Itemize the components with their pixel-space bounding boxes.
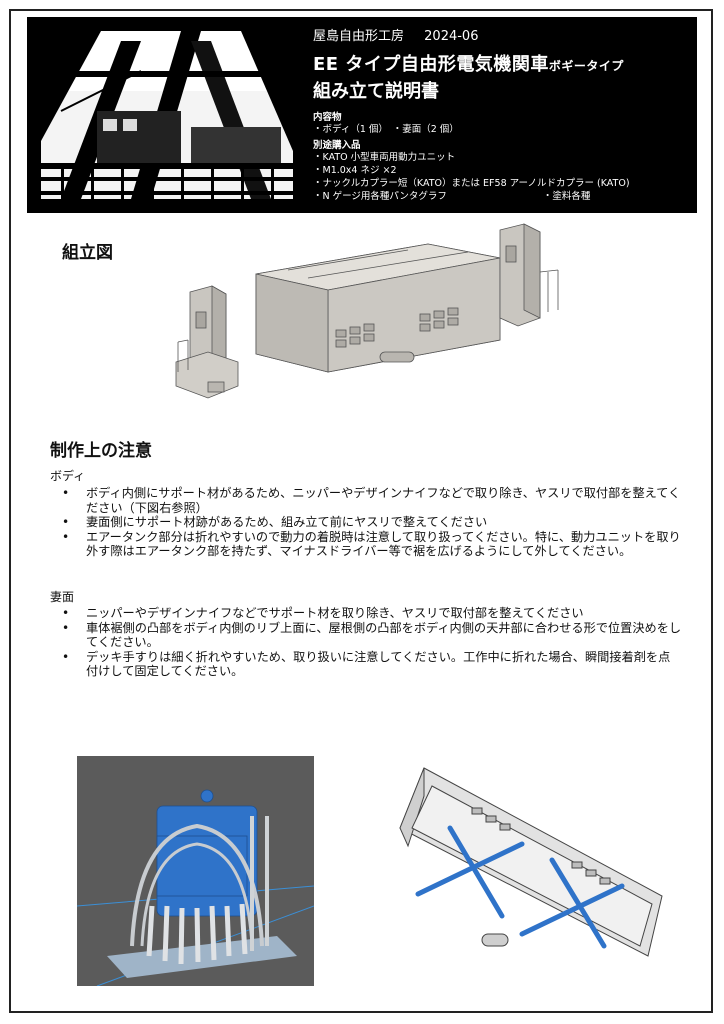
note-text: ニッパーやデザインナイフなどでサポート材を取り除き、ヤスリで取付部を整えてくださ…	[86, 606, 584, 620]
brand-name: 屋島自由形工房	[313, 29, 405, 44]
note-text: ボディ内側にサポート材があるため、ニッパーやデザインナイフなどで取り除き、ヤスリ…	[86, 486, 681, 515]
notes-heading: 制作上の注意	[50, 441, 152, 461]
issue-date: 2024-06	[424, 29, 479, 44]
body-notes-list: • ボディ内側にサポート材があるため、ニッパーやデザインナイフなどで取り除き、ヤス…	[62, 486, 682, 559]
note-text: 妻面側にサポート材跡があるため、組み立て前にヤスリで整えてください	[86, 515, 488, 529]
purchase-item: ・ナックルカプラー短（KATO）または EF58 アーノルドカプラー (KATO…	[313, 178, 630, 189]
assembly-heading: 組立図	[62, 243, 113, 263]
title-main: EE タイプ自由形電気機関車	[313, 54, 549, 75]
title-suffix: ボギータイプ	[548, 59, 624, 73]
purchase-item: ・N ゲージ用各種パンタグラフ	[313, 191, 447, 202]
separate-purchase-heading: 別途購入品	[313, 140, 361, 151]
assembly-diagram	[168, 222, 568, 412]
locomotive-photo	[41, 31, 293, 199]
end-support-render	[77, 756, 314, 986]
page-frame	[9, 9, 713, 1013]
list-item: • エアータンク部分は折れやすいので動力の着脱時は注意して取り扱ってください。特に…	[62, 530, 682, 559]
purchase-item-paint: ・塗料各種	[542, 191, 591, 202]
note-text: 車体裾側の凸部をボディ内側のリブ上面に、屋根側の凸部をボディ内側の天井部に合わせ…	[86, 620, 682, 650]
header-banner: 屋島自由形工房 2024-06 EE タイプ自由形電気機関車ボギータイプ 組み立…	[27, 17, 697, 213]
list-item: • 妻面側にサポート材跡があるため、組み立て前にヤスリで整えてください	[62, 515, 682, 530]
document-title: EE タイプ自由形電気機関車ボギータイプ	[313, 50, 693, 76]
purchase-item: ・KATO 小型車両用動力ユニット	[313, 152, 456, 163]
bullet: •	[62, 529, 70, 544]
contents-line: ・ボディ（1 個） ・妻面（2 個）	[313, 124, 459, 135]
contents-heading: 内容物	[313, 112, 342, 123]
purchase-item-row: ・N ゲージ用各種パンタグラフ ・塗料各種	[313, 190, 693, 203]
list-item: • ニッパーやデザインナイフなどでサポート材を取り除き、ヤスリで取付部を整えてくだ…	[62, 606, 682, 621]
note-text: エアータンク部分は折れやすいので動力の着脱時は注意して取り扱ってください。特に、…	[86, 529, 681, 559]
header-info: 屋島自由形工房 2024-06 EE タイプ自由形電気機関車ボギータイプ 組み立…	[313, 25, 693, 203]
contents-end: 妻面（2 個）	[402, 124, 459, 135]
bullet: •	[62, 620, 70, 635]
end-notes-list: • ニッパーやデザインナイフなどでサポート材を取り除き、ヤスリで取付部を整えてくだ…	[62, 606, 682, 679]
end-label: 妻面	[50, 590, 75, 604]
contents-body: ボディ（1 個）	[322, 124, 384, 135]
note-text: デッキ手すりは細く折れやすいため、取り扱いに注意してください。工作中に折れた場合…	[86, 649, 671, 679]
brand-line: 屋島自由形工房 2024-06	[313, 25, 693, 44]
document-subtitle: 組み立て説明書	[313, 81, 439, 102]
bullet: •	[62, 486, 70, 500]
bullet: •	[62, 649, 70, 664]
body-support-render	[372, 756, 672, 986]
list-item: • デッキ手すりは細く折れやすいため、取り扱いに注意してください。工作中に折れた場…	[62, 650, 682, 679]
bullet: •	[62, 606, 70, 620]
bullet: •	[62, 515, 70, 529]
purchase-item: ・M1.0x4 ネジ ×2	[313, 165, 397, 176]
list-item: • ボディ内側にサポート材があるため、ニッパーやデザインナイフなどで取り除き、ヤス…	[62, 486, 682, 515]
body-label: ボディ	[50, 469, 86, 483]
list-item: • 車体裾側の凸部をボディ内側のリブ上面に、屋根側の凸部をボディ内側の天井部に合わ…	[62, 621, 682, 650]
